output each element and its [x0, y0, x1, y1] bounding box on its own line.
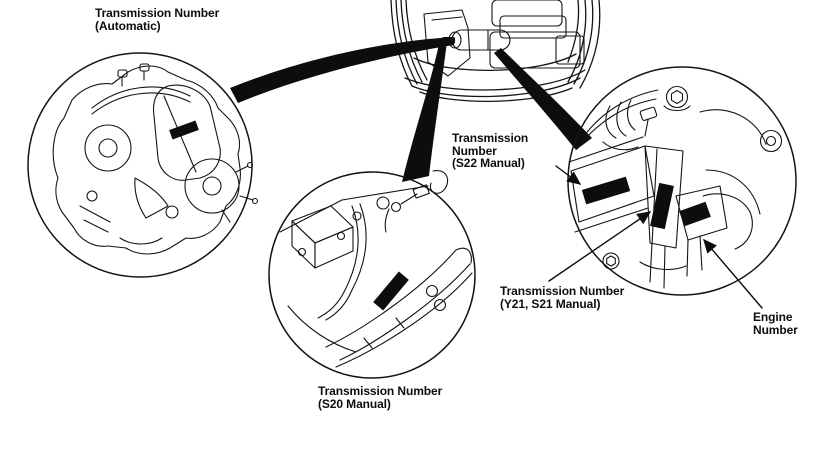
callout-wedge-automatic [230, 37, 454, 103]
callout-wedge-engine-bay [494, 48, 592, 150]
circle-engine-bay [567, 66, 797, 296]
label-transmission-number-s22: Transmission Number (S22 Manual) [452, 131, 529, 170]
transmission-number-marker-s22 [581, 176, 631, 205]
engine-number-marker [679, 201, 711, 227]
label-engine-number: Engine Number [753, 310, 798, 337]
transmission-number-marker-s20 [373, 271, 409, 311]
leader-arrow-y21-s21 [548, 211, 652, 282]
circle-s20-transmission [268, 169, 476, 379]
transmission-number-marker-y21-s21 [650, 182, 674, 230]
transmission-number-marker-automatic [169, 120, 199, 140]
callout-wedge-s20 [402, 42, 447, 182]
car-top-view [390, 0, 601, 103]
label-transmission-number-y21-s21: Transmission Number (Y21, S21 Manual) [500, 284, 625, 311]
label-transmission-number-automatic: Transmission Number (Automatic) [95, 6, 220, 33]
leader-arrow-engine-number [703, 238, 763, 309]
label-transmission-number-s20: Transmission Number (S20 Manual) [318, 384, 443, 411]
leader-arrow-s22 [555, 165, 582, 185]
circle-automatic-transmission [27, 52, 259, 278]
engine-top-sketch [423, 0, 585, 77]
